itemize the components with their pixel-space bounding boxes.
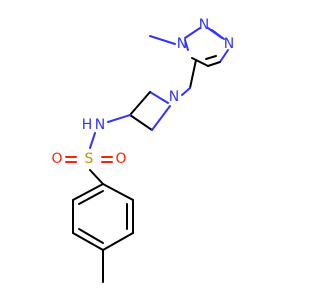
bond-n-c2 xyxy=(149,91,169,104)
bond-n1-n2 xyxy=(184,27,201,39)
bond-c4-c5 xyxy=(207,61,221,67)
bond-ar6-inner xyxy=(78,190,104,205)
molecule-diagram: N N N N H N S O O xyxy=(51,17,234,283)
atom-sulfur: S xyxy=(85,151,94,167)
atom-oxygen-left: O xyxy=(51,151,62,167)
atom-h-nh: H xyxy=(82,117,93,133)
bond-ar1 xyxy=(102,183,134,201)
atom-n-triazole-2: N xyxy=(199,17,209,33)
bond-ar3 xyxy=(102,232,134,251)
bond-ch2-n xyxy=(181,87,191,96)
bond-nh-s xyxy=(89,132,96,149)
bond-n1-ring xyxy=(184,39,189,51)
bond-c3-c4 xyxy=(129,114,153,131)
molecule-structure: N N N N H N S O O xyxy=(51,17,234,283)
bond-c2-c3 xyxy=(129,91,151,116)
triazole-ring xyxy=(184,27,229,67)
bond-ar6 xyxy=(72,183,104,201)
bond-c5-ch2 xyxy=(189,59,197,89)
bond-c5-n1 xyxy=(191,57,209,67)
atom-oxygen-right: O xyxy=(115,151,126,167)
bond-methyl xyxy=(149,35,176,45)
atom-n-triazole-1: N xyxy=(177,36,187,52)
bond-c3-nh xyxy=(107,114,131,123)
atom-n-azetidine: N xyxy=(169,89,179,105)
bond-ar4 xyxy=(72,232,104,251)
bond-c4-n xyxy=(151,105,171,131)
bond-n3-c4 xyxy=(219,49,229,63)
benzene-ring xyxy=(72,183,134,251)
bond-s-ring xyxy=(89,169,104,185)
bond-ar4-inner xyxy=(78,228,104,244)
bond-n2-n3-double xyxy=(211,29,225,40)
atom-n-triazole-3: N xyxy=(224,36,234,52)
atom-n-nh: N xyxy=(95,117,105,133)
azetidine-ring xyxy=(129,91,171,131)
bond-c4-c5-double xyxy=(205,55,217,60)
